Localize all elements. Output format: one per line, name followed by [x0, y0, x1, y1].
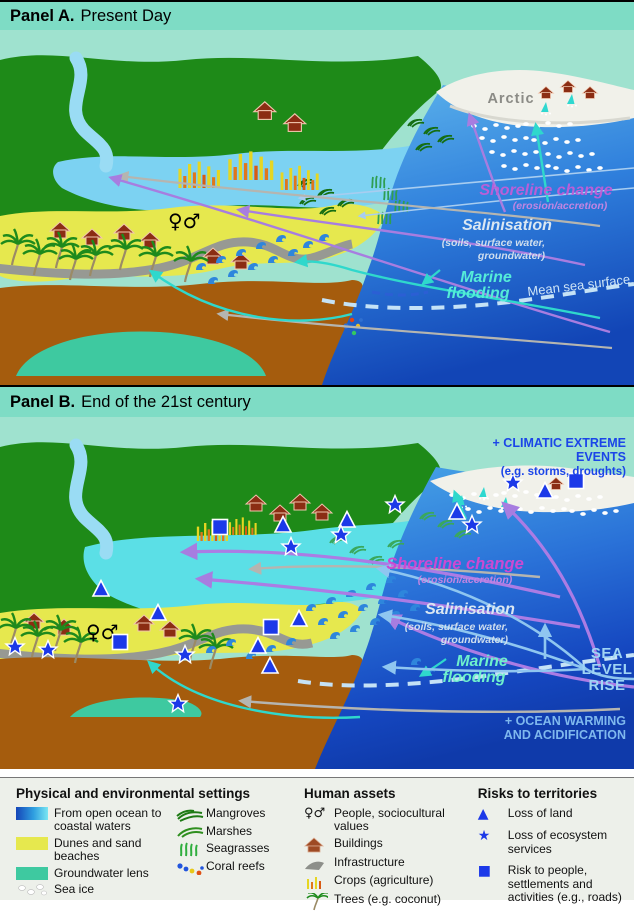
- shoreline-change-label: Shoreline change: [386, 555, 524, 573]
- climatic-extreme-label2: EVENTS: [576, 450, 626, 464]
- shoreline-change-sub: (erosion/accretion): [418, 574, 513, 586]
- legend-header-physical: Physical and environmental settings: [16, 786, 251, 801]
- salinisation-sub2: groundwater): [440, 634, 509, 646]
- sea-level-rise-label2: LEVEL: [582, 661, 633, 678]
- crops-icon: [307, 876, 321, 889]
- panel-b-title-text: End of the 21st century: [81, 392, 251, 411]
- driver-arrows: [147, 489, 634, 719]
- legend-item: Buildings: [304, 836, 478, 853]
- legend-item: Mangroves: [176, 806, 304, 822]
- sea-level-rise-label3: RISE: [588, 677, 625, 694]
- marine-flooding-label2: flooding: [446, 285, 509, 302]
- sea-level-rise-label1: SEA: [591, 645, 623, 662]
- mean-sea-surface-line: [321, 282, 634, 311]
- climatic-extreme-label1: + CLIMATIC EXTREME: [493, 436, 626, 450]
- ocean: [315, 467, 634, 769]
- legend: Physical and environmental settings From…: [0, 777, 634, 911]
- marshes-icon: [177, 827, 204, 838]
- panel-a-title-text: Present Day: [80, 6, 172, 25]
- ocean-warming-label2: AND ACIDIFICATION: [504, 728, 626, 742]
- panel-a: Panel A. Present Day: [0, 0, 634, 385]
- legend-item: Marshes: [176, 824, 304, 839]
- panel-b-title: Panel B. End of the 21st century: [0, 385, 634, 417]
- building-icon: [304, 837, 325, 853]
- legend-col-physical: Physical and environmental settings From…: [16, 786, 304, 900]
- legend-item: ▲ Loss of land: [477, 806, 573, 822]
- scene-b: ♀♂: [0, 417, 634, 769]
- legend-item: ★ Loss of ecosystem services: [477, 828, 608, 856]
- salinisation-sub2: groundwater): [477, 250, 546, 262]
- legend-item: From open ocean to coastal waters: [16, 806, 176, 834]
- legend-col-risks: Risks to territories ▲ Loss of land ★ Lo…: [477, 786, 634, 904]
- triangle-icon: ▲: [477, 806, 489, 822]
- legend-wrap: Physical and environmental settings From…: [0, 769, 634, 911]
- panel-b: Panel B. End of the 21st century: [0, 385, 634, 769]
- river: [69, 51, 114, 173]
- panel-b-title-bold: Panel B.: [10, 392, 76, 411]
- salinisation-label: Salinisation: [425, 601, 515, 618]
- shoreline-change-sub: (erosion/accretion): [513, 200, 608, 212]
- nearshore-dashes: [371, 290, 429, 297]
- climatic-extreme-label3: (e.g. storms, droughts): [501, 466, 626, 478]
- legend-header-risks: Risks to territories: [477, 786, 598, 801]
- legend-item: Coral reefs: [176, 859, 304, 875]
- salinisation-label: Salinisation: [462, 217, 552, 234]
- arctic-label: Arctic: [487, 91, 534, 107]
- legend-item: Infrastructure: [304, 855, 478, 871]
- mangroves-icon: [176, 809, 204, 822]
- river: [69, 438, 114, 560]
- coral-reefs-icon: [177, 863, 204, 875]
- legend-item: Seagrasses: [176, 841, 304, 857]
- panel-a-title-bold: Panel A.: [10, 6, 75, 25]
- legend-header-human: Human assets: [304, 786, 396, 801]
- mean-sea-surface-line: [297, 653, 634, 688]
- groundwater-swatch: [16, 866, 48, 880]
- legend-item: Dunes and sand beaches: [16, 836, 176, 864]
- panel-a-title: Panel A. Present Day: [0, 0, 634, 30]
- legend-item: Trees (e.g. coconut): [304, 892, 478, 911]
- people-icon: ♀♂: [304, 806, 326, 821]
- sand-dunes: [0, 204, 385, 282]
- legend-item: Sea ice: [16, 882, 176, 897]
- road: [0, 237, 353, 279]
- square-icon: ■: [477, 863, 492, 880]
- salinisation-sub1: (soils, surface water,: [442, 237, 545, 249]
- marine-flooding-label1: Marine: [456, 653, 508, 670]
- ocean-gradient-swatch: [16, 807, 48, 820]
- flood-water: [83, 499, 474, 621]
- seagrasses-icon: [180, 842, 198, 857]
- palm-tree-icon: [306, 892, 328, 911]
- marine-flooding-label1: Marine: [460, 269, 512, 286]
- legend-item: ■ Risk to people, settlements and activi…: [477, 863, 622, 905]
- groundwater-lens: [16, 331, 266, 376]
- marine-flooding-label2: flooding: [442, 669, 505, 686]
- salinisation-sub1: (soils, surface water,: [405, 621, 508, 633]
- driver-arrows: [108, 112, 634, 350]
- shoreline-change-label: Shoreline change: [479, 182, 612, 199]
- star-icon: ★: [477, 828, 491, 845]
- dunes-swatch: [16, 836, 48, 850]
- infrastructure-icon: [305, 861, 324, 870]
- sea-ice-swatch: [18, 884, 47, 896]
- groundwater-lens: [70, 697, 202, 717]
- legend-item: ♀♂ People, sociocultural values: [304, 806, 445, 834]
- arctic-area: [436, 70, 634, 173]
- legend-item: Crops (agriculture): [304, 873, 478, 890]
- scene-a: ♀♂: [0, 30, 634, 385]
- ocean-warming-label1: + OCEAN WARMING: [505, 714, 626, 728]
- legend-col-human: Human assets ♀♂ People, sociocultural va…: [304, 786, 478, 911]
- people-icon: ♀♂: [168, 209, 201, 233]
- legend-item: Groundwater lens: [16, 866, 176, 880]
